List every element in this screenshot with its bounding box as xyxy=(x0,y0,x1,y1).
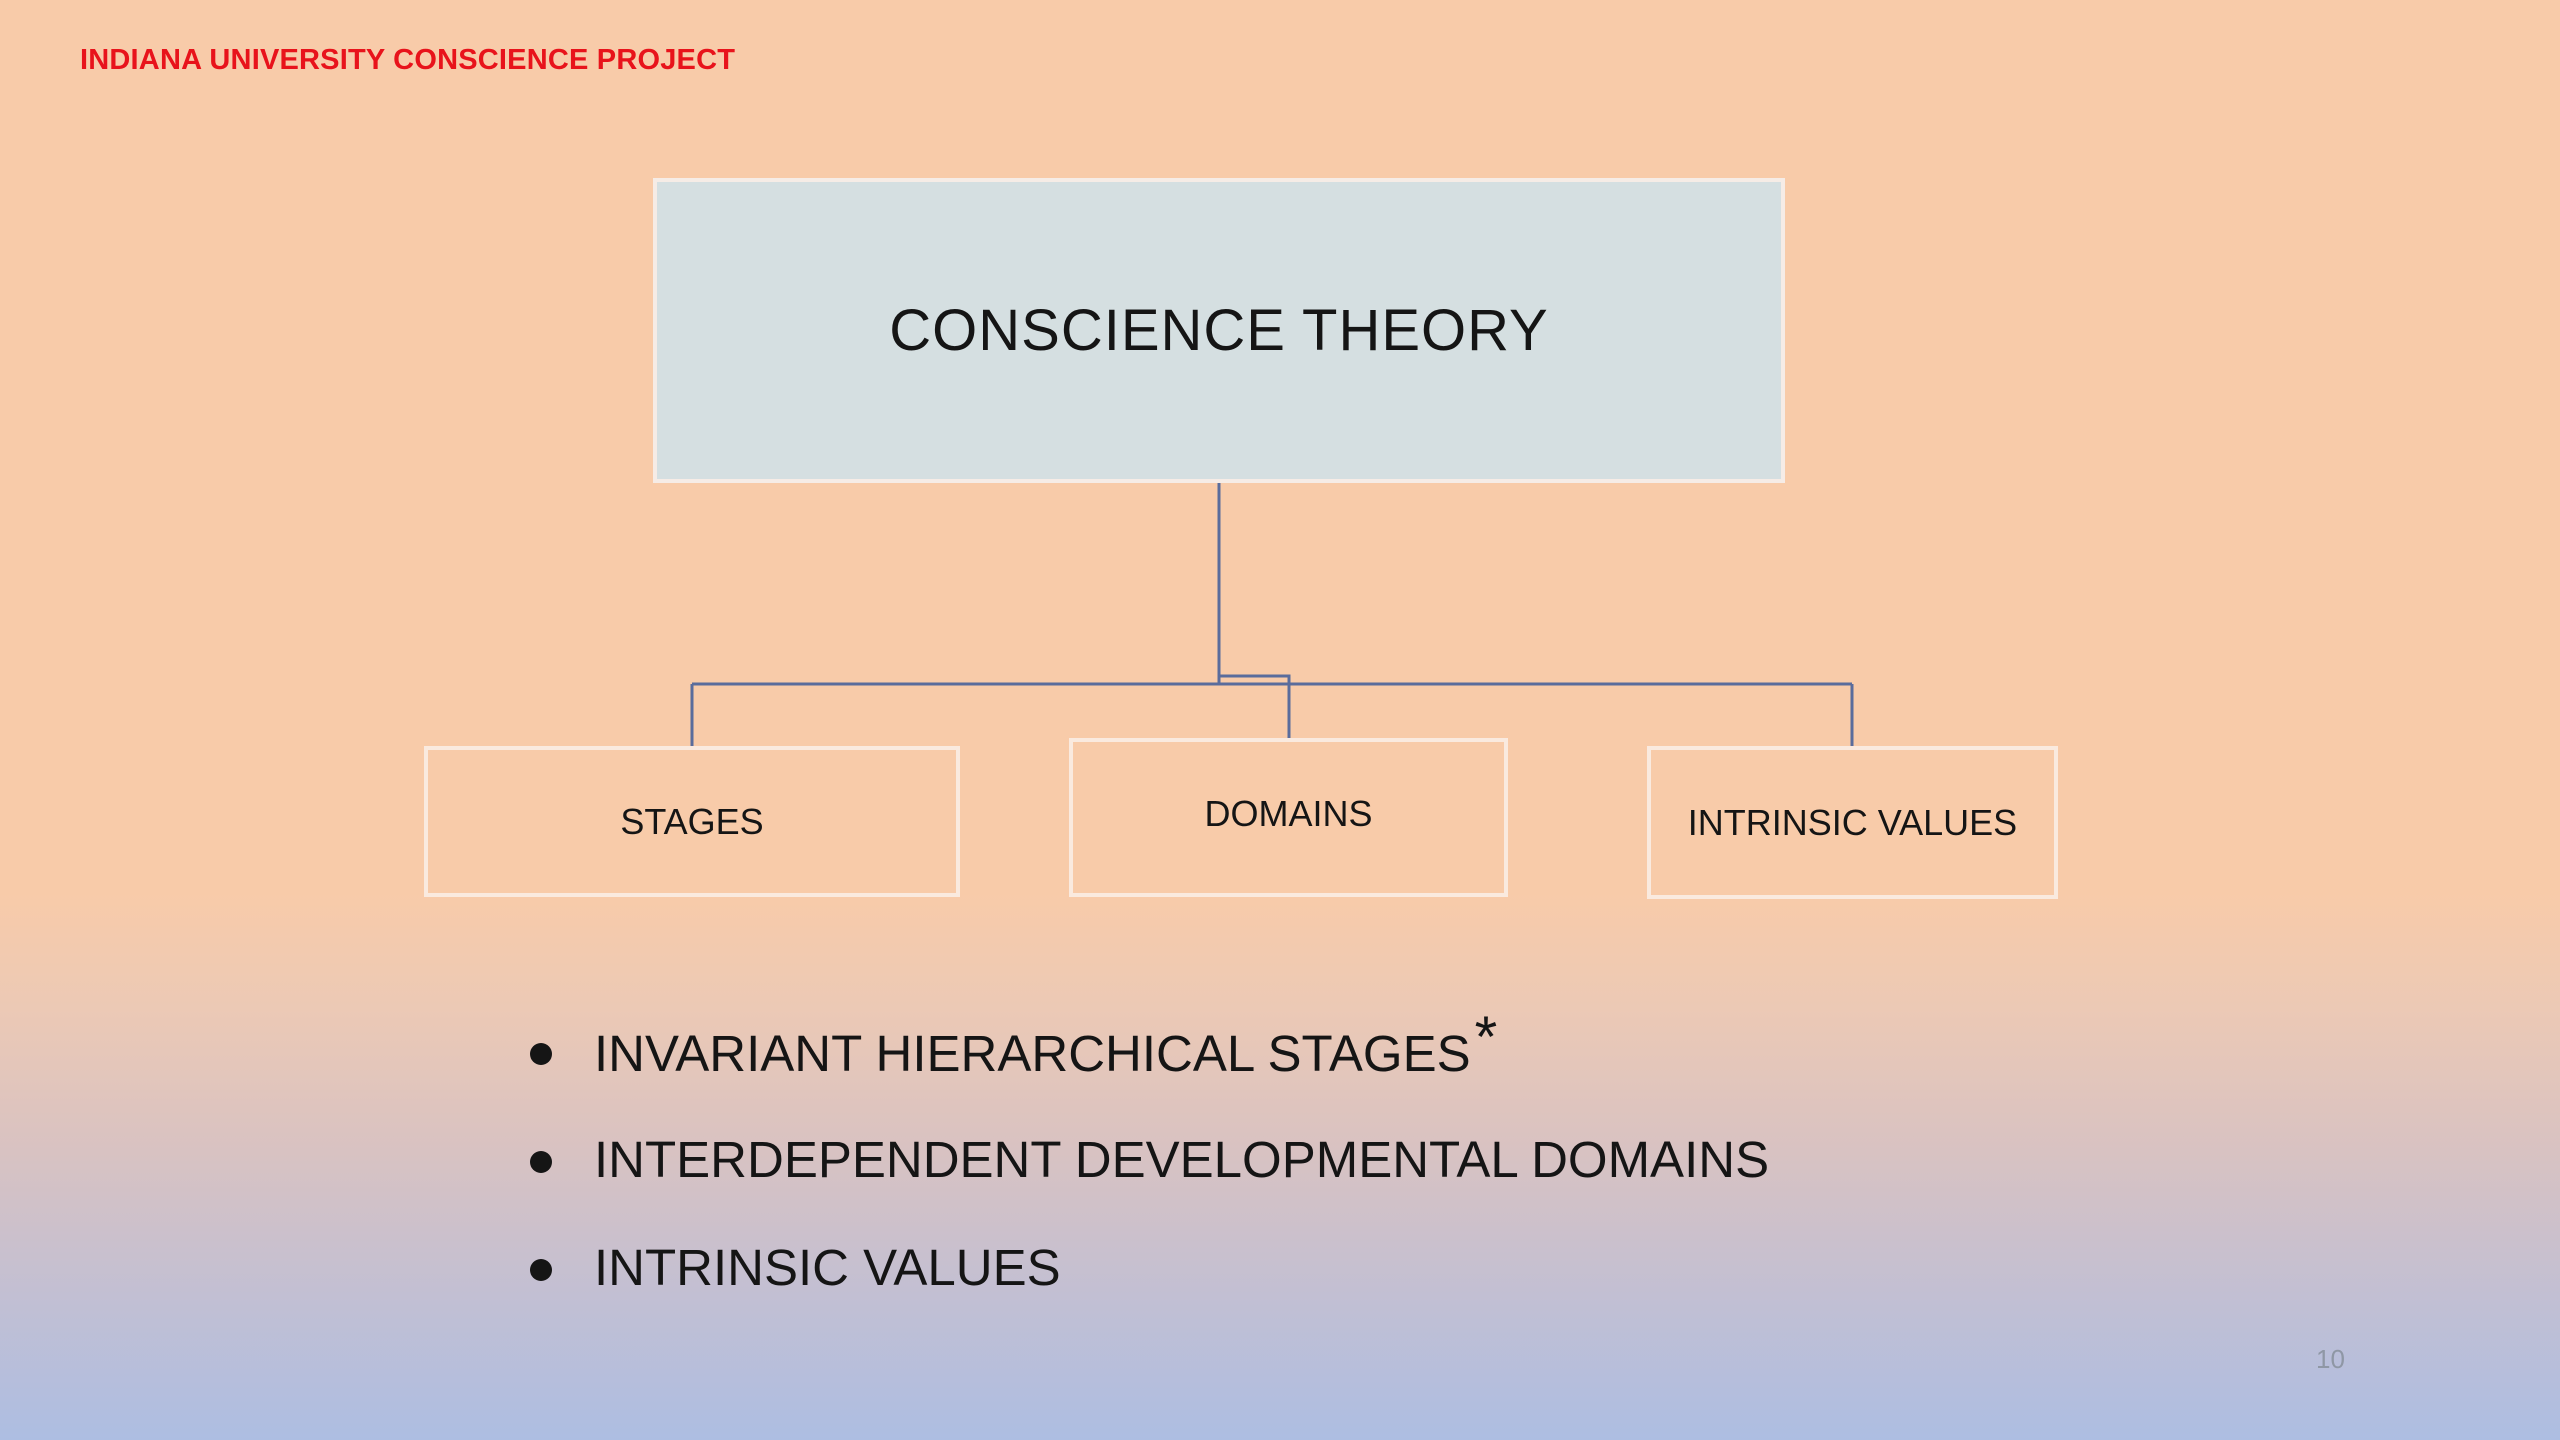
diagram-child-intrinsic-values: INTRINSIC VALUES xyxy=(1647,746,2058,899)
bullet-dot-icon xyxy=(530,1151,552,1173)
diagram-child-label: INTRINSIC VALUES xyxy=(1687,801,2018,843)
bullet-text: INVARIANT HIERARCHICAL STAGES xyxy=(594,1025,1471,1082)
diagram-root-label: CONSCIENCE THEORY xyxy=(889,298,1549,363)
slide-header: INDIANA UNIVERSITY CONSCIENCE PROJECT xyxy=(80,44,736,76)
diagram-child-label: DOMAINS xyxy=(1204,792,1373,834)
bullet-text: INTRINSIC VALUES xyxy=(594,1239,1061,1296)
footnote-asterisk: * xyxy=(1474,1005,1498,1070)
diagram-root-box: CONSCIENCE THEORY xyxy=(653,178,1785,483)
bullet-item: INTERDEPENDENT DEVELOPMENTAL DOMAINS xyxy=(520,1118,1769,1226)
bullet-item: INVARIANT HIERARCHICAL STAGES* xyxy=(520,1005,1769,1118)
bullet-item: INTRINSIC VALUES xyxy=(520,1226,1769,1334)
bullet-dot-icon xyxy=(530,1043,552,1065)
diagram-child-label: STAGES xyxy=(620,800,764,842)
bullet-list: INVARIANT HIERARCHICAL STAGES* INTERDEPE… xyxy=(520,1005,1769,1334)
bullet-text: INTERDEPENDENT DEVELOPMENTAL DOMAINS xyxy=(594,1131,1770,1188)
diagram-child-stages: STAGES xyxy=(424,746,960,897)
slide-page-number: 10 xyxy=(2316,1344,2345,1374)
connector-drop-domains xyxy=(1219,674,1291,738)
bullet-dot-icon xyxy=(530,1259,552,1281)
diagram-child-domains: DOMAINS xyxy=(1069,738,1508,897)
